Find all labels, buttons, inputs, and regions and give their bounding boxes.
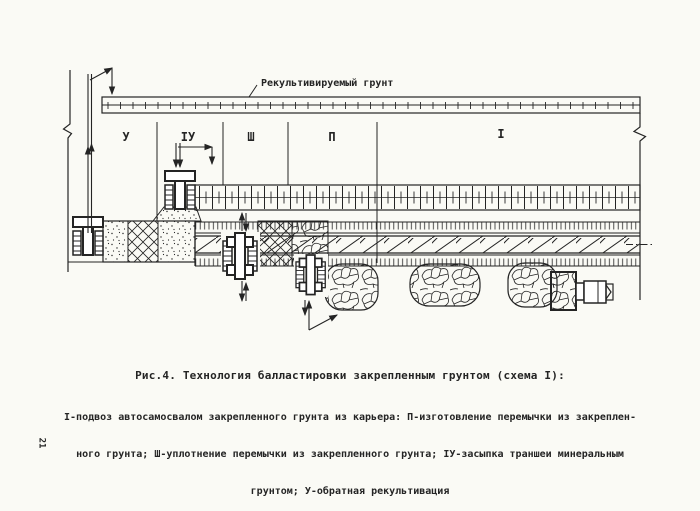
caption-line: I-подвоз автосамосвалом закрепленного гр… — [64, 412, 636, 424]
recultivated-soil-label: Рекультивируемый грунт — [261, 77, 393, 89]
figure-caption-body: I-подвоз автосамосвалом закрепленного гр… — [0, 388, 700, 510]
figure-caption-title: Рис.4. Технология балластировки закрепле… — [135, 369, 565, 382]
zone-label-2: П — [328, 130, 335, 144]
zone-label-5: У — [122, 130, 130, 144]
right-break-line — [632, 113, 647, 300]
trench-backfill-sections — [102, 220, 196, 263]
zone-separators — [156, 122, 378, 263]
compactor-glyph-zone3 — [222, 232, 258, 280]
compactor-glyph-zone2 — [295, 254, 327, 296]
movement-arrows — [84, 67, 338, 331]
cofferdam-compacted-section — [257, 220, 293, 267]
label-leader-line — [248, 84, 258, 98]
berm-band — [194, 184, 641, 211]
soil-mounds — [324, 262, 558, 311]
left-break-line — [62, 70, 73, 272]
dump-truck-glyph — [550, 271, 614, 311]
bulldozer-glyph-zone4 — [164, 170, 196, 210]
zone-label-3: Ш — [247, 130, 254, 144]
caption-line: ного грунта; Ш-уплотнение перемычки из з… — [76, 449, 624, 461]
zone-labels: У IУ Ш П I — [122, 127, 504, 144]
figure-diagram: Рекультивируемый грунт У IУ Ш П I — [62, 67, 654, 331]
zone-label-1: I — [497, 127, 504, 141]
caption-line: грунтом; У-обратная рекультивация — [250, 485, 450, 497]
zone-label-4: IУ — [181, 130, 196, 144]
recultivated-soil-band — [101, 84, 641, 114]
page-number: 21 — [36, 437, 47, 449]
